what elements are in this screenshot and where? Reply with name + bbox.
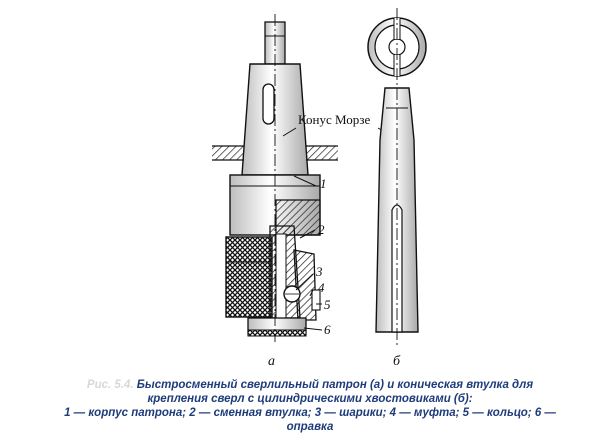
figure-caption: Рис. 5.4. Быстросменный сверлильный патр… [40,378,580,434]
label-1: 1 [320,176,327,191]
morse-cone-label: Конус Морзе [298,112,371,127]
label-2: 2 [318,222,325,237]
caption-line-1: Рис. 5.4. Быстросменный сверлильный патр… [40,378,580,392]
caption-line-2: крепления сверл с цилиндрическими хвосто… [147,393,473,405]
sleeve-end-view [367,17,427,77]
sublabel-b: б [393,354,401,365]
label-4: 4 [318,280,325,295]
label-3: 3 [315,264,323,279]
caption-title-1: Быстросменный сверлильный патрон (а) и к… [136,379,534,391]
sleeve-drawing-b: б [367,8,427,365]
chuck-drawing-a: 1 2 3 4 5 6 а [212,14,338,365]
label-5: 5 [324,297,331,312]
technical-drawing: 1 2 3 4 5 6 а Конус Морзе [212,8,427,365]
machine-table [212,145,338,161]
caption-number: Рис. 5.4. [86,379,134,391]
label-6: 6 [324,322,331,337]
sublabel-a: а [268,354,275,365]
caption-line-3: 1 — корпус патрона; 2 — сменная втулка; … [64,407,556,419]
caption-line-4: оправка [286,421,334,433]
